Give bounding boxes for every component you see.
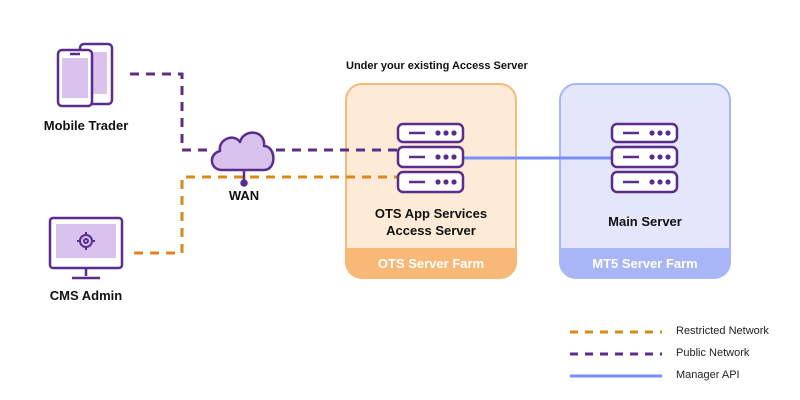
legend-public-label: Public Network — [676, 347, 750, 359]
desktop-gear-icon — [48, 216, 124, 280]
gear-icon — [77, 232, 95, 250]
cms-admin-label: CMS Admin — [49, 288, 123, 303]
ots-server-farm-label: OTS Server Farm — [377, 256, 485, 271]
server-stack-icon — [396, 122, 465, 194]
mobile-trader-label: Mobile Trader — [43, 118, 129, 133]
server-stack-icon — [610, 122, 679, 194]
access-server-label: Access Server — [386, 223, 476, 238]
cloud-wan-icon — [210, 131, 275, 187]
wan-label: WAN — [228, 188, 260, 203]
mt5-server-farm-label: MT5 Server Farm — [592, 256, 698, 271]
access-server-caption: Under your existing Access Server — [346, 60, 528, 72]
legend-restricted-label: Restricted Network — [676, 325, 769, 337]
public-network-links — [130, 72, 398, 152]
mobile-phones-icon — [56, 42, 114, 108]
ots-app-services-label: OTS App Services — [374, 206, 488, 221]
restricted-network-links — [134, 175, 398, 255]
main-server-label: Main Server — [608, 214, 682, 229]
legend — [570, 330, 662, 378]
legend-manager-api-label: Manager API — [676, 369, 740, 381]
